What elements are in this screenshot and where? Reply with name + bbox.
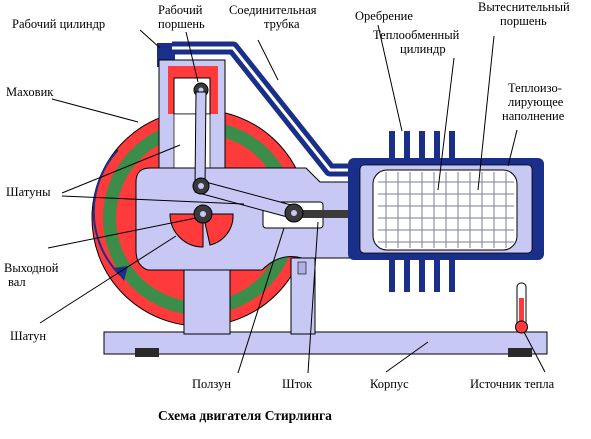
rotation-arrow-icon bbox=[92, 149, 121, 276]
base-plate bbox=[103, 331, 548, 355]
label-displacer-piston: поршень bbox=[500, 14, 547, 28]
rotation-arrowhead-icon bbox=[114, 266, 128, 281]
labels: Рабочий цилиндр Рабочий поршень Соединит… bbox=[4, 0, 570, 423]
label-insulation: наполнение bbox=[502, 109, 565, 123]
label-output-shaft: Выходной bbox=[4, 261, 59, 275]
left-column bbox=[183, 269, 231, 335]
label-slider: Ползун bbox=[192, 377, 231, 391]
connecting-tube bbox=[172, 41, 352, 177]
label-body: Корпус bbox=[370, 377, 409, 391]
label-rod: Шатун bbox=[10, 329, 46, 343]
mesh-grid bbox=[378, 172, 514, 248]
piston-rod bbox=[194, 91, 207, 187]
thermometer-icon bbox=[515, 282, 528, 334]
label-displacer-piston: Вытеснительный bbox=[478, 0, 570, 14]
diagram-caption: Схема двигателя Стирлинга bbox=[158, 408, 332, 423]
label-output-shaft: вал bbox=[8, 275, 26, 289]
label-connecting-tube: Соединительная bbox=[229, 3, 317, 17]
label-flywheel: Маховик bbox=[6, 85, 54, 99]
base-foot-right bbox=[508, 348, 532, 357]
leader-lines bbox=[39, 24, 546, 374]
crank-sector bbox=[202, 213, 234, 246]
label-working-piston: Рабочий bbox=[158, 3, 203, 17]
connecting-rods bbox=[192, 91, 388, 223]
crankcase bbox=[135, 167, 353, 271]
label-heat-exchanger: Теплообменный bbox=[373, 28, 460, 42]
base-foot-left bbox=[135, 348, 159, 357]
label-working-piston: поршень bbox=[158, 17, 205, 31]
label-fins: Оребрение bbox=[355, 9, 413, 23]
label-stem: Шток bbox=[282, 377, 313, 391]
label-connecting-tube: трубка bbox=[264, 17, 300, 31]
label-heat-exchanger: цилиндр bbox=[400, 42, 446, 56]
cooling-fins bbox=[389, 131, 455, 292]
label-rods: Шатуны bbox=[6, 185, 51, 199]
label-insulation: лирующее bbox=[508, 95, 564, 109]
label-working-cylinder: Рабочий цилиндр bbox=[12, 17, 105, 31]
displacer-stem bbox=[296, 210, 388, 218]
label-heat-source: Источник тепла bbox=[470, 377, 555, 391]
label-insulation: Теплоизо- bbox=[508, 81, 562, 95]
working-cylinder bbox=[157, 43, 226, 183]
heat-exchanger-cylinder bbox=[348, 158, 544, 260]
